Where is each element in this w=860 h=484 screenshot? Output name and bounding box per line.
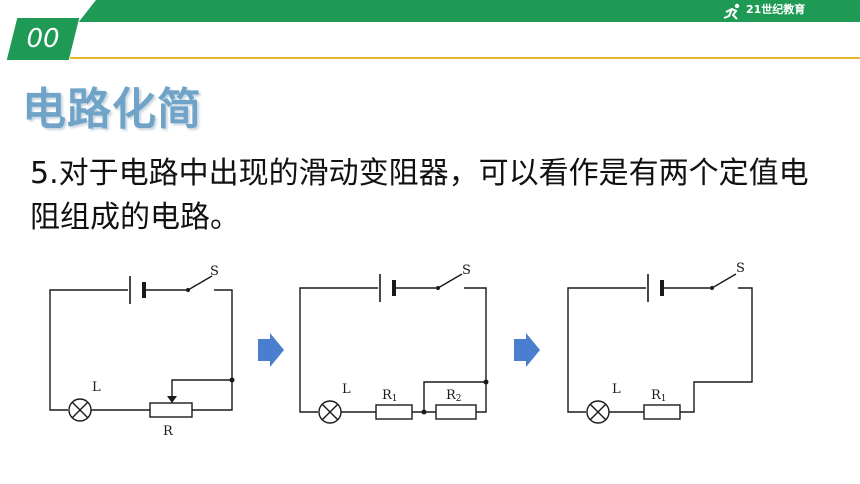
r1-label: R1 [651, 388, 667, 404]
circuit-diagrams: S L R S L R1 R2 [49, 261, 753, 439]
junction-dot [229, 377, 235, 383]
switch-label: S [736, 261, 745, 276]
lamp-icon [586, 400, 610, 424]
junction-dot [421, 409, 427, 415]
circuit-diagram-2: S L R1 R2 [299, 263, 489, 424]
page-title: 电路化简 [22, 84, 202, 135]
circuit-diagram-3: S L R1 [567, 261, 753, 424]
circuit-diagram-1: S L R [49, 264, 235, 439]
switch-blade [187, 275, 213, 291]
number-badge-text: 00 [26, 24, 60, 54]
right-arrow-icon [514, 333, 540, 367]
header-bar [0, 0, 860, 22]
lamp-label: L [342, 382, 351, 397]
r1-label: R1 [382, 388, 398, 404]
switch-label: S [462, 263, 471, 278]
switch-label: S [210, 264, 219, 279]
right-arrow-icon [258, 333, 284, 367]
resistor-label: R [163, 424, 174, 439]
rheostat-slider-arrow [167, 396, 177, 403]
resistor-r2 [435, 404, 477, 420]
logo-text: 21世纪教育 [746, 3, 806, 16]
r2-label: R2 [446, 388, 462, 404]
runner-icon [723, 3, 740, 20]
resistor-r1 [643, 404, 681, 420]
lamp-label: L [612, 382, 621, 397]
header-bar-cutout [0, 0, 96, 22]
body-paragraph: 5.对于电路中出现的滑动变阻器，可以看作是有两个定值电阻组成的电路。 [30, 156, 809, 235]
resistor-r1 [375, 404, 413, 420]
lamp-icon [318, 400, 342, 424]
lamp-icon [68, 398, 92, 422]
switch-blade [711, 273, 737, 289]
rheostat-body [149, 402, 193, 418]
site-logo: 21世纪教育 [722, 3, 842, 21]
switch-blade [437, 273, 463, 289]
accent-line [70, 57, 860, 59]
junction-dot [483, 379, 489, 385]
lamp-label: L [92, 380, 101, 395]
